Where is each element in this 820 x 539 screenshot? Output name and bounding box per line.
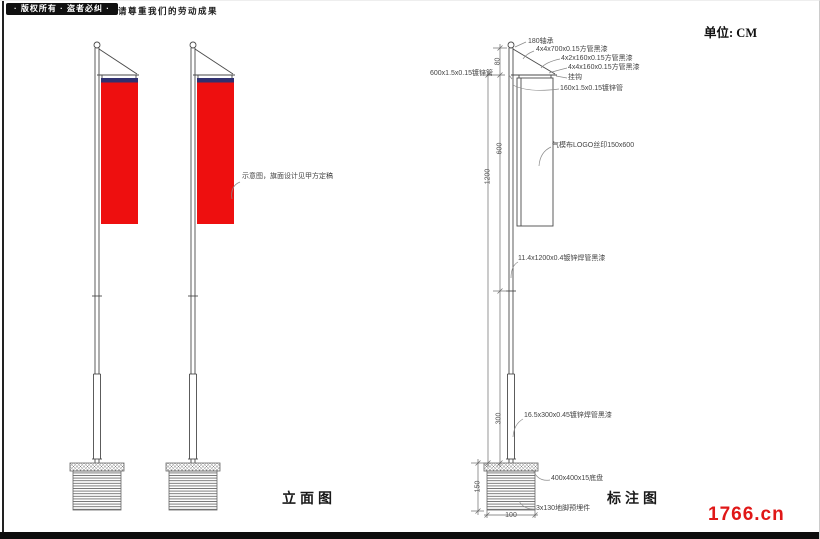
- foundation-annotated: [483, 462, 539, 511]
- dim-1200: 1200: [484, 168, 492, 185]
- sheet-left-border: [2, 1, 4, 539]
- callout-left-tube: 600x1.5x0.15镀锌管: [430, 70, 494, 77]
- dim-100: 100: [505, 512, 517, 519]
- callout-top-tube: 160x1.5x0.15镀锌管: [560, 85, 624, 92]
- sheet-bottom-bar: [0, 532, 819, 539]
- leader-lines: [231, 41, 568, 510]
- callout-hook: 挂钩: [568, 74, 582, 81]
- copyright-slogan: 请尊重我们的劳动成果: [118, 6, 219, 16]
- pole-finial: [93, 41, 101, 49]
- diagonal-brace: [512, 48, 556, 75]
- callout-arm-mid: 4x2x160x0.15方管黑漆: [561, 55, 633, 62]
- watermark-link[interactable]: 1766.cn: [708, 504, 785, 525]
- dim-300: 300: [495, 412, 503, 425]
- elevation-caption: 立面图: [282, 492, 336, 507]
- diagonal-brace: [194, 48, 234, 75]
- elevation-note: 示意图，旗面设计见甲方定稿: [242, 173, 333, 180]
- callout-anchor: 3x130地脚预埋件: [536, 505, 591, 512]
- flag-banner-1: [101, 82, 138, 224]
- annotation-caption: 标注图: [607, 492, 661, 507]
- dim-150: 150: [474, 480, 482, 493]
- flag-outline: [516, 77, 554, 227]
- callout-base-plate: 400x400x15底盘: [551, 475, 604, 482]
- callout-flag-fabric: 气模布LOGO丝印150x600: [552, 142, 635, 149]
- flagpole-elevation-1: [92, 41, 139, 463]
- dim-80: 80: [494, 57, 502, 66]
- flag-trim-1: [101, 78, 138, 83]
- dim-600: 600: [496, 142, 504, 155]
- pole-finial: [189, 41, 197, 49]
- foundation-1: [69, 462, 125, 511]
- callout-bearing: 180轴承: [528, 38, 554, 45]
- flag-banner-2: [197, 82, 234, 224]
- callout-lower-pole: 16.5x300x0.45镀锌焊管黑漆: [524, 412, 612, 419]
- flag-trim-2: [197, 78, 234, 83]
- callout-main-pole: 11.4x1200x0.4镀锌焊管黑漆: [518, 255, 606, 262]
- callout-arm-long: 4x4x700x0.15方管黑漆: [536, 46, 608, 53]
- callout-arm-short: 4x4x160x0.15方管黑漆: [568, 64, 640, 71]
- unit-label: 单位: CM: [704, 26, 758, 40]
- flagpole-elevation-2: [188, 41, 235, 463]
- diagonal-brace: [98, 48, 138, 75]
- pole-finial: [507, 41, 515, 49]
- dimension-lines: [471, 44, 538, 518]
- copyright-badge: · 版权所有 · 盗者必纠 ·: [6, 3, 118, 15]
- flagpole-annotated: [506, 41, 557, 463]
- foundation-2: [165, 462, 221, 511]
